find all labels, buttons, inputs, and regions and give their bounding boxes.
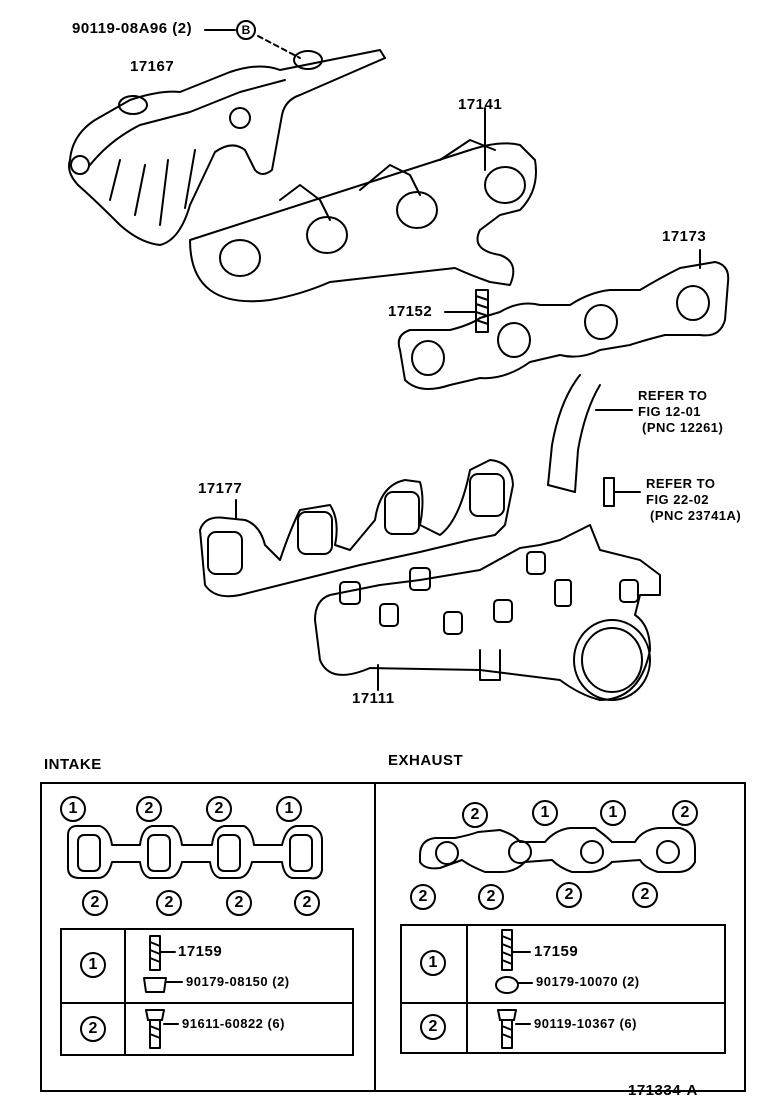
intake-gasket-drawing bbox=[199, 459, 514, 598]
exhaust-gasket-drawing bbox=[397, 249, 730, 390]
intake-row2-part1: 91611-60822 (6) bbox=[182, 1016, 285, 1031]
exhaust-top-marker: 1 bbox=[532, 800, 558, 826]
exhaust-legend-box bbox=[374, 782, 746, 1092]
intake-top-marker: 2 bbox=[136, 796, 162, 822]
part-17173-label: 17173 bbox=[662, 228, 707, 245]
exhaust-fastener-table bbox=[400, 924, 726, 1054]
intake-top-marker: 1 bbox=[276, 796, 302, 822]
exhaust-bottom-marker: 2 bbox=[478, 884, 504, 910]
hose-drawing bbox=[547, 374, 633, 493]
exhaust-manifold-drawing bbox=[189, 107, 537, 303]
intake-row2-marker: 2 bbox=[80, 1016, 106, 1042]
intake-legend-bolts bbox=[143, 935, 183, 1049]
part-17177-label: 17177 bbox=[198, 480, 243, 497]
ref1-line3: (PNC 12261) bbox=[642, 420, 724, 435]
ref2-line2: FIG 22-02 bbox=[646, 492, 710, 507]
intake-bottom-marker: 2 bbox=[226, 890, 252, 916]
ref1-line1: REFER TO bbox=[638, 388, 708, 403]
part-17152-label: 17152 bbox=[388, 303, 433, 320]
intake-bottom-marker: 2 bbox=[294, 890, 320, 916]
intake-table-divider-h bbox=[62, 1002, 352, 1004]
part-17167-label: 17167 bbox=[130, 58, 175, 75]
intake-fastener-table bbox=[60, 928, 354, 1056]
exhaust-legend-gasket bbox=[419, 827, 696, 873]
ref-stud-drawing bbox=[603, 477, 641, 507]
exhaust-top-marker: 1 bbox=[600, 800, 626, 826]
exhaust-bottom-marker: 2 bbox=[410, 884, 436, 910]
bolt-b-label: 90119-08A96 (2) bbox=[72, 20, 193, 37]
intake-table-divider-v bbox=[124, 930, 126, 1054]
exhaust-top-marker: 2 bbox=[672, 800, 698, 826]
exhaust-row2-part1: 90119-10367 (6) bbox=[534, 1016, 637, 1031]
exhaust-row1-marker: 1 bbox=[420, 950, 446, 976]
intake-row1-part1: 17159 bbox=[178, 943, 223, 960]
stud-drawing bbox=[444, 289, 489, 333]
ref2-line1: REFER TO bbox=[646, 476, 716, 491]
exhaust-row1-part1: 17159 bbox=[534, 943, 579, 960]
exhaust-top-marker: 2 bbox=[462, 802, 488, 828]
exhaust-row2-marker: 2 bbox=[420, 1014, 446, 1040]
intake-row1-part2: 90179-08150 (2) bbox=[186, 974, 290, 989]
b-marker: B bbox=[236, 20, 256, 40]
intake-title: INTAKE bbox=[44, 756, 102, 773]
intake-row1-marker: 1 bbox=[80, 952, 106, 978]
exhaust-table-divider-v bbox=[466, 926, 468, 1052]
intake-top-marker: 1 bbox=[60, 796, 86, 822]
exhaust-title: EXHAUST bbox=[388, 752, 464, 769]
part-17141-label: 17141 bbox=[458, 96, 503, 113]
exhaust-legend-bolts bbox=[495, 929, 533, 1049]
heat-insulator-drawing bbox=[68, 49, 386, 246]
figure-id: 171334-A bbox=[628, 1082, 698, 1099]
part-17111-label: 17111 bbox=[352, 690, 395, 707]
exhaust-row1-part2: 90179-10070 (2) bbox=[536, 974, 640, 989]
ref2-line3: (PNC 23741A) bbox=[650, 508, 742, 523]
ref1-line2: FIG 12-01 bbox=[638, 404, 702, 419]
exhaust-table-divider-h bbox=[402, 1002, 724, 1004]
leader-b-dashed bbox=[257, 35, 301, 59]
intake-top-marker: 2 bbox=[206, 796, 232, 822]
intake-manifold-drawing bbox=[314, 524, 661, 701]
exhaust-bottom-marker: 2 bbox=[556, 882, 582, 908]
intake-bottom-marker: 2 bbox=[156, 890, 182, 916]
intake-bottom-marker: 2 bbox=[82, 890, 108, 916]
intake-legend-gasket bbox=[67, 824, 323, 880]
exhaust-bottom-marker: 2 bbox=[632, 882, 658, 908]
